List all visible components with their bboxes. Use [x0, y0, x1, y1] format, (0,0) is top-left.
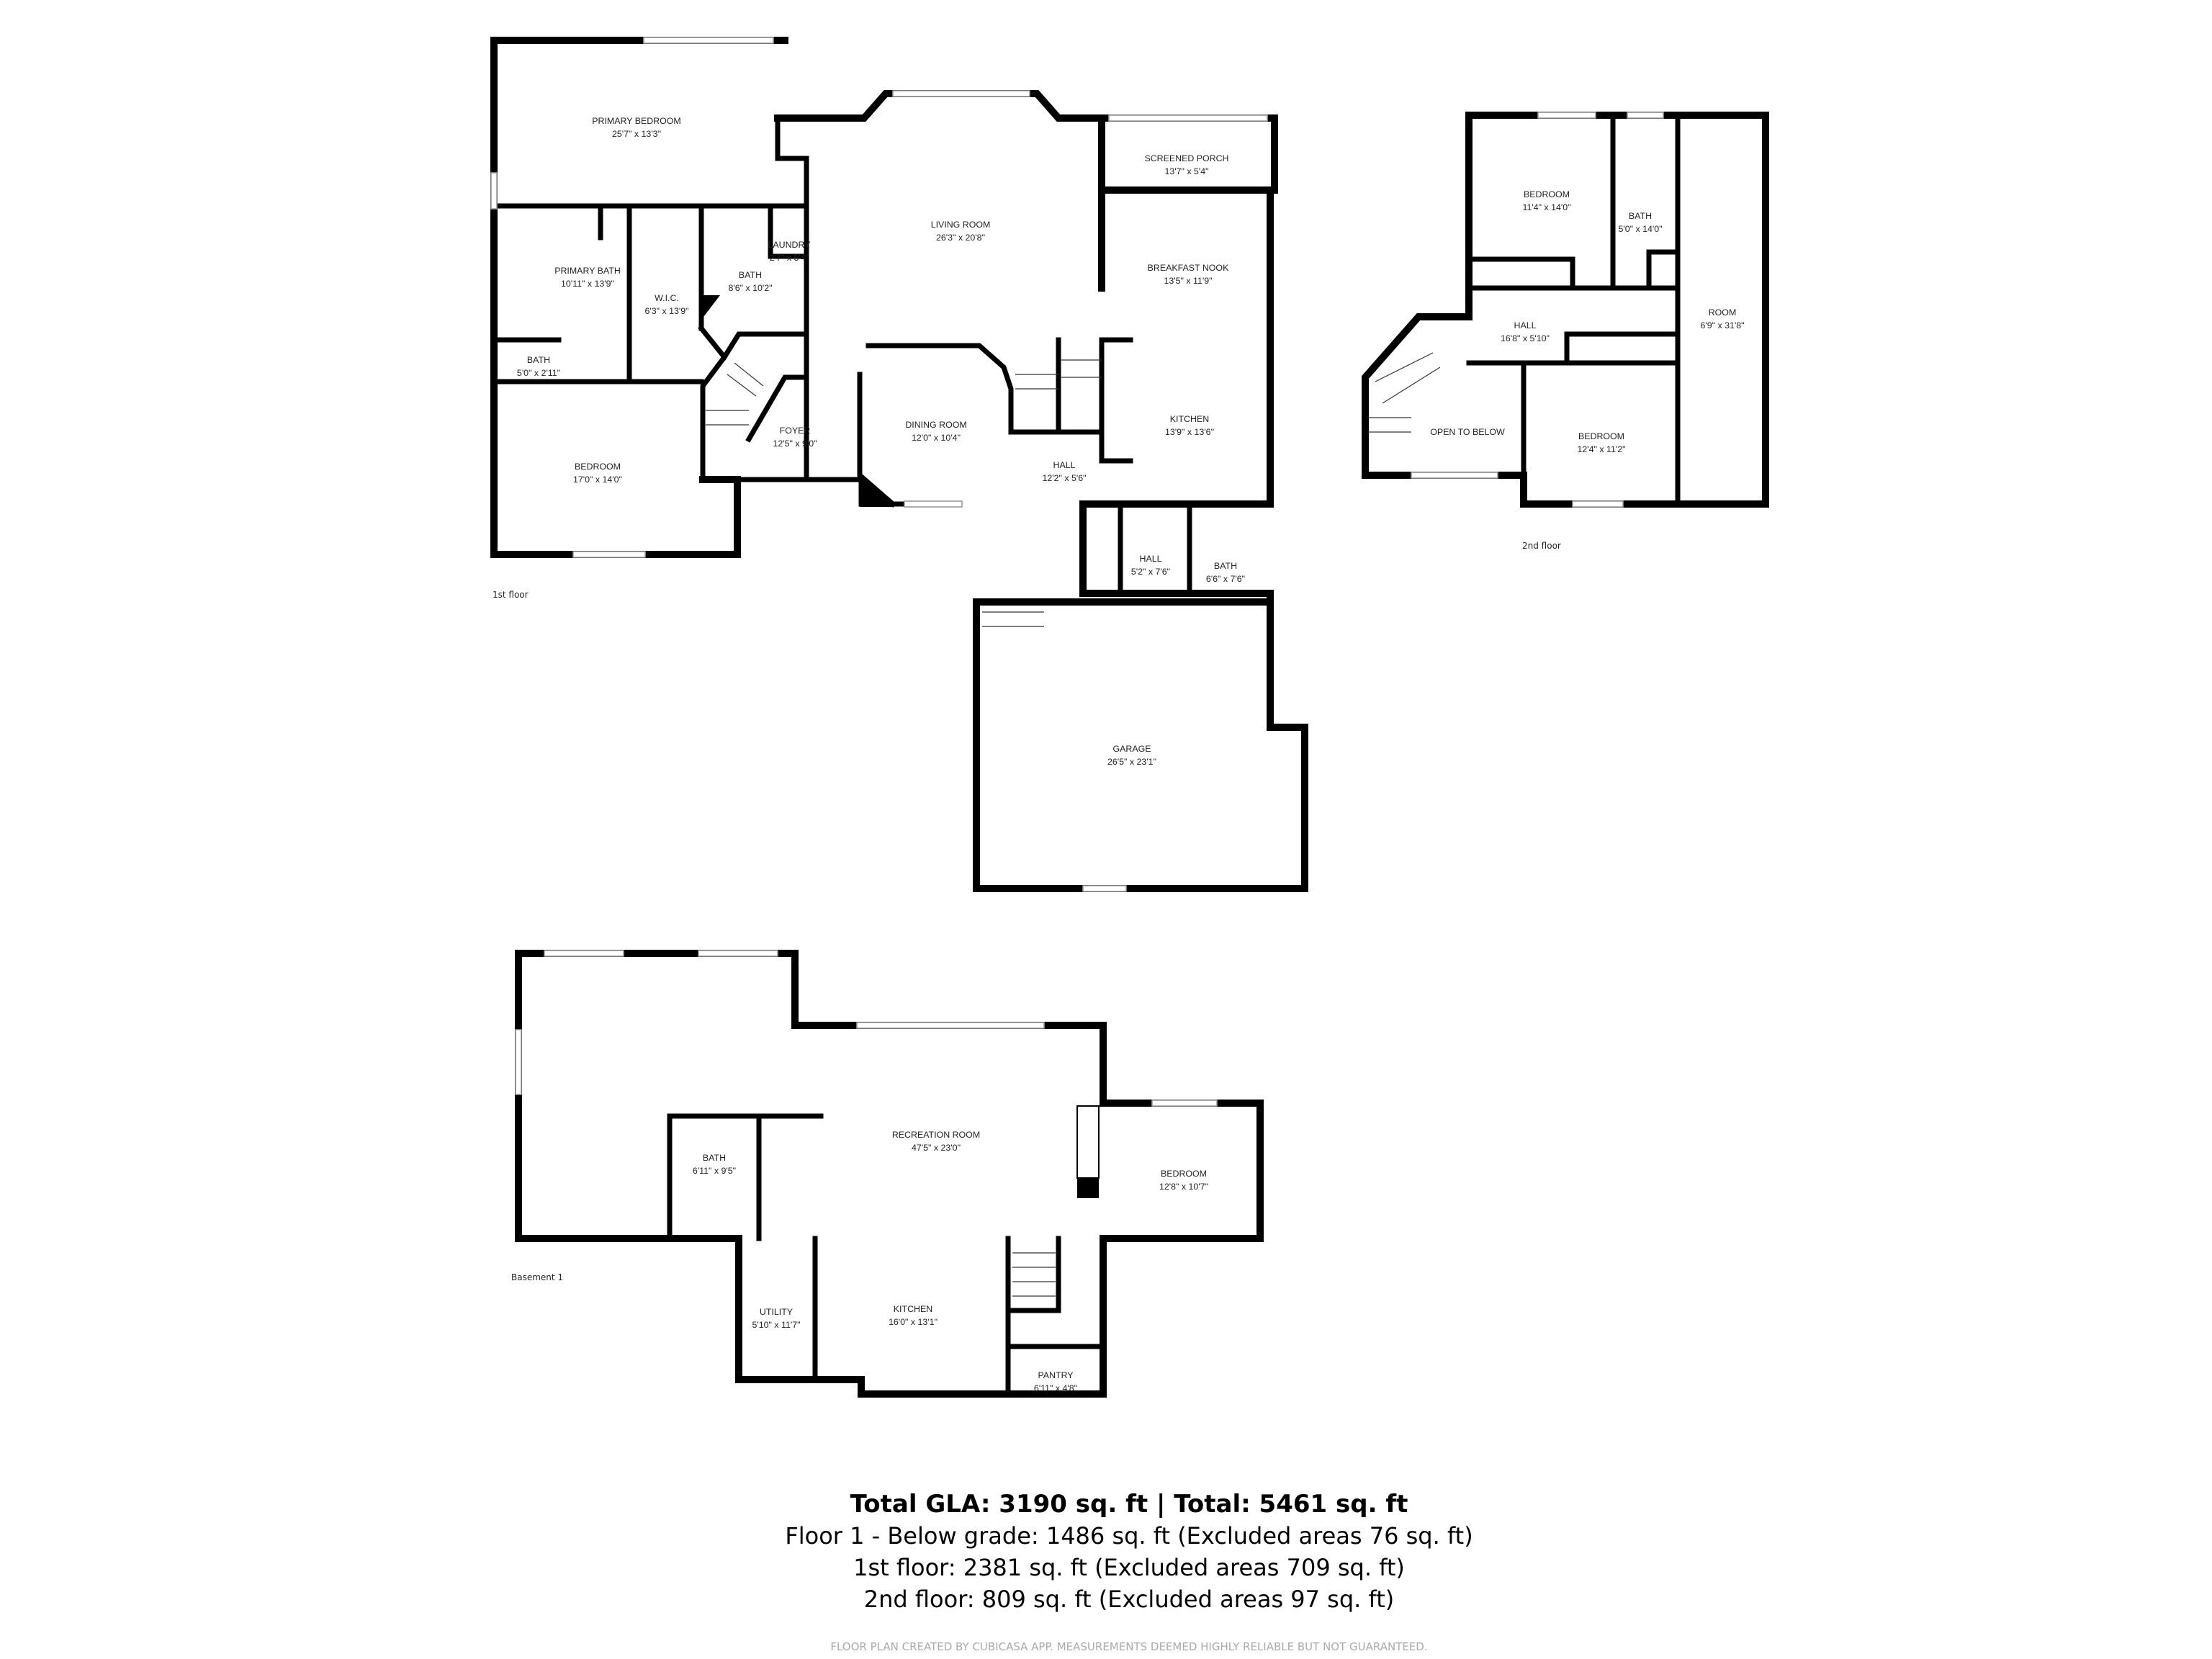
room-name: LAUNDRY	[768, 240, 811, 250]
second-floor-walls	[1362, 112, 1769, 508]
room-size: 6'6" x 7'6"	[1206, 574, 1245, 584]
room-name: GARAGE	[1112, 744, 1151, 754]
room-name: BEDROOM	[1161, 1169, 1207, 1179]
area-line: 1st floor: 2381 sq. ft (Excluded areas 7…	[853, 1554, 1405, 1581]
room-size: 26'5" x 23'1"	[1107, 757, 1156, 767]
room-name: SCREENED PORCH	[1144, 153, 1228, 163]
room-name: W.I.C.	[655, 293, 679, 303]
room-size: 12'8" x 10'7"	[1159, 1182, 1208, 1192]
room-size: 25'7" x 13'3"	[612, 129, 661, 139]
area-line: 2nd floor: 809 sq. ft (Excluded areas 97…	[864, 1586, 1394, 1613]
room-name: PRIMARY BEDROOM	[592, 116, 680, 126]
floor-label: Basement 1	[511, 1272, 563, 1282]
room-size: 11'4" x 14'0"	[1522, 202, 1570, 212]
area-summary: Total GLA: 3190 sq. ft | Total: 5461 sq.…	[785, 1490, 1473, 1653]
room-name: LIVING ROOM	[931, 220, 991, 230]
room-name: BREAKFAST NOOK	[1148, 263, 1229, 273]
room-size: 10'11" x 13'9"	[561, 279, 614, 289]
room-name: BEDROOM	[1578, 431, 1624, 441]
room-name: DINING ROOM	[905, 420, 966, 430]
room-size: 13'7" x 5'4"	[1164, 166, 1208, 176]
room-size: 6'3" x 13'9"	[644, 306, 688, 316]
room-size: 5'2" x 7'6"	[1131, 567, 1170, 577]
room-size: 13'9" x 13'6"	[1165, 427, 1214, 437]
room-size: 6'11" x 9'5"	[693, 1166, 736, 1176]
room-name: PANTRY	[1038, 1370, 1073, 1380]
room-size: 12'2" x 5'6"	[1042, 473, 1086, 483]
first-floor-labels: PRIMARY BEDROOM 25'7" x 13'3" LIVING ROO…	[493, 116, 1245, 767]
floor-label: 1st floor	[493, 590, 529, 600]
room-name: RECREATION ROOM	[892, 1130, 980, 1140]
basement-labels: RECREATION ROOM 47'5" x 23'0" BATH 6'11"…	[511, 1130, 1208, 1393]
room-name: UTILITY	[760, 1307, 793, 1317]
room-size: 47'5" x 23'0"	[912, 1143, 961, 1153]
room-name: BATH	[1214, 561, 1237, 571]
room-name: BATH	[527, 355, 550, 365]
basement-walls	[515, 950, 1264, 1398]
room-size: 16'8" x 5'10"	[1501, 333, 1550, 343]
room-name: BEDROOM	[1524, 189, 1570, 199]
room-name: KITCHEN	[1170, 414, 1209, 424]
room-size: 17'0" x 14'0"	[573, 475, 622, 485]
room-name: HALL	[1053, 460, 1076, 470]
room-name: ROOM	[1709, 307, 1737, 318]
floor-label: 2nd floor	[1522, 541, 1561, 551]
room-name: BEDROOM	[575, 462, 621, 472]
room-name: BATH	[703, 1153, 726, 1163]
room-size: 26'3" x 20'8"	[936, 233, 985, 243]
room-name: PRIMARY BATH	[554, 266, 621, 276]
room-size: 12'0" x 10'4"	[912, 433, 961, 443]
room-name: HALL	[1140, 554, 1162, 564]
room-name: BATH	[739, 270, 762, 280]
room-size: 6'11" x 4'8"	[1034, 1383, 1077, 1393]
room-size: 6'9" x 31'8"	[1700, 320, 1744, 331]
second-floor-labels: BEDROOM 11'4" x 14'0" BATH 5'0" x 14'0" …	[1430, 189, 1744, 551]
first-floor-walls	[490, 37, 1308, 892]
room-size: 12'5" x 9'0"	[773, 439, 817, 449]
room-size: 8'6" x 10'2"	[728, 283, 772, 293]
room-name: FOYER	[780, 426, 811, 436]
area-line: Floor 1 - Below grade: 1486 sq. ft (Excl…	[785, 1522, 1473, 1550]
room-name: BATH	[1629, 211, 1652, 221]
room-size: 2'7" x 5'4"	[770, 253, 809, 263]
room-size: 5'10" x 11'7"	[752, 1320, 800, 1330]
room-name: HALL	[1514, 320, 1537, 331]
room-size: 13'5" x 11'9"	[1164, 276, 1212, 286]
room-name: OPEN TO BELOW	[1430, 427, 1505, 437]
room-size: 16'0" x 13'1"	[889, 1317, 938, 1327]
disclaimer: FLOOR PLAN CREATED BY CUBICASA APP. MEAS…	[830, 1640, 1427, 1653]
room-size: 5'0" x 2'11"	[517, 368, 560, 378]
room-name: KITCHEN	[894, 1304, 932, 1314]
total-area: Total GLA: 3190 sq. ft | Total: 5461 sq.…	[850, 1490, 1408, 1519]
room-size: 12'4" x 11'2"	[1577, 444, 1625, 454]
room-size: 5'0" x 14'0"	[1618, 224, 1662, 234]
